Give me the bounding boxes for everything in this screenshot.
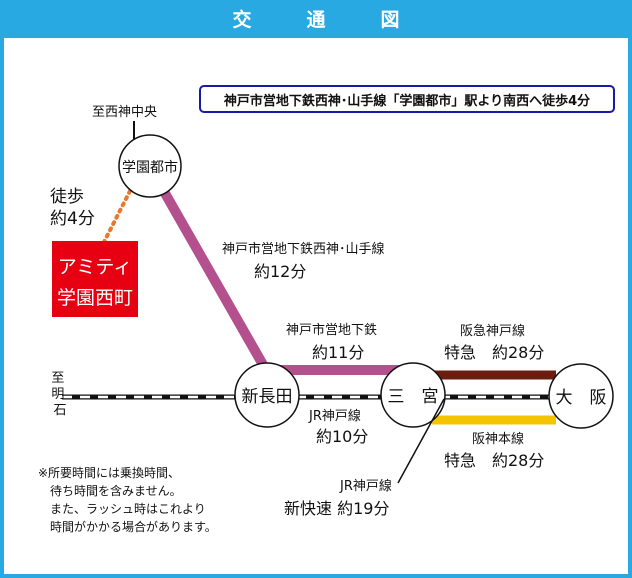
jr-route-name: JR神戸線 — [308, 408, 361, 424]
access-note: 神戸市営地下鉄西神･山手線「学園都市」駅より南西へ徒歩4分 — [224, 93, 590, 109]
walk-time: 約4分 — [50, 209, 95, 229]
seishin-yamate-line-segment — [157, 185, 271, 373]
route-map: 神戸市営地下鉄西神･山手線「学園都市」駅より南西へ徒歩4分 学園都市 新長田 三… — [4, 38, 628, 574]
kaigan-route-name: 神戸市営地下鉄 — [286, 322, 377, 338]
hankyu-route-time: 特急 約28分 — [444, 343, 544, 362]
title-bar: 交 通 図 — [0, 0, 632, 36]
jr-rapid-pointer — [397, 398, 445, 484]
route-diagram: 神戸市営地下鉄西神･山手線「学園都市」駅より南西へ徒歩4分 学園都市 新長田 三… — [38, 85, 615, 534]
seishin-yamate-route-time: 約12分 — [254, 262, 306, 281]
hankyu-route-name: 阪急神戸線 — [460, 323, 525, 339]
station-sannomiya[interactable] — [380, 362, 446, 428]
footnote-line4: 時間がかかる場合があります。 — [50, 519, 217, 534]
footnote-line2: 待ち時間を含みません。 — [50, 483, 182, 498]
access-note-box — [199, 85, 615, 113]
hanshin-route-name: 阪神本線 — [472, 431, 524, 447]
page-title: 交 通 図 — [232, 8, 418, 31]
destination-seishin-chuo: 至西神中央 — [92, 105, 157, 120]
footnote-line3: また、ラッシュ時はこれより — [50, 502, 206, 516]
jr-rapid-route-name: JR神戸線 — [339, 478, 392, 494]
venue-name-line1: アミティ — [58, 256, 132, 278]
hanshin-route-time: 特急 約28分 — [444, 451, 544, 470]
station-shin-nagata[interactable] — [234, 362, 300, 428]
venue-name-line2: 学園西町 — [57, 287, 133, 309]
station-osaka[interactable] — [548, 363, 614, 429]
station-shin-nagata-label: 新長田 — [242, 387, 293, 407]
walk-path — [102, 189, 132, 244]
footnote-line1: ※所要時間には乗換時間、 — [38, 466, 180, 480]
station-gakuentoshi[interactable] — [118, 134, 182, 198]
kaigan-route-time: 約11分 — [312, 343, 364, 362]
seishin-yamate-route-name: 神戸市営地下鉄西神･山手線 — [222, 241, 385, 257]
station-gakuentoshi-label: 学園都市 — [122, 159, 178, 176]
jr-route-time: 約10分 — [316, 427, 368, 446]
station-sannomiya-label: 三 宮 — [388, 387, 439, 407]
walk-label: 徒歩 — [50, 187, 84, 207]
venue-box[interactable] — [52, 241, 138, 317]
jr-rapid-route-time: 新快速 約19分 — [284, 499, 389, 518]
destination-akashi: 至 明 石 — [51, 371, 68, 418]
station-osaka-label: 大 阪 — [556, 388, 607, 408]
